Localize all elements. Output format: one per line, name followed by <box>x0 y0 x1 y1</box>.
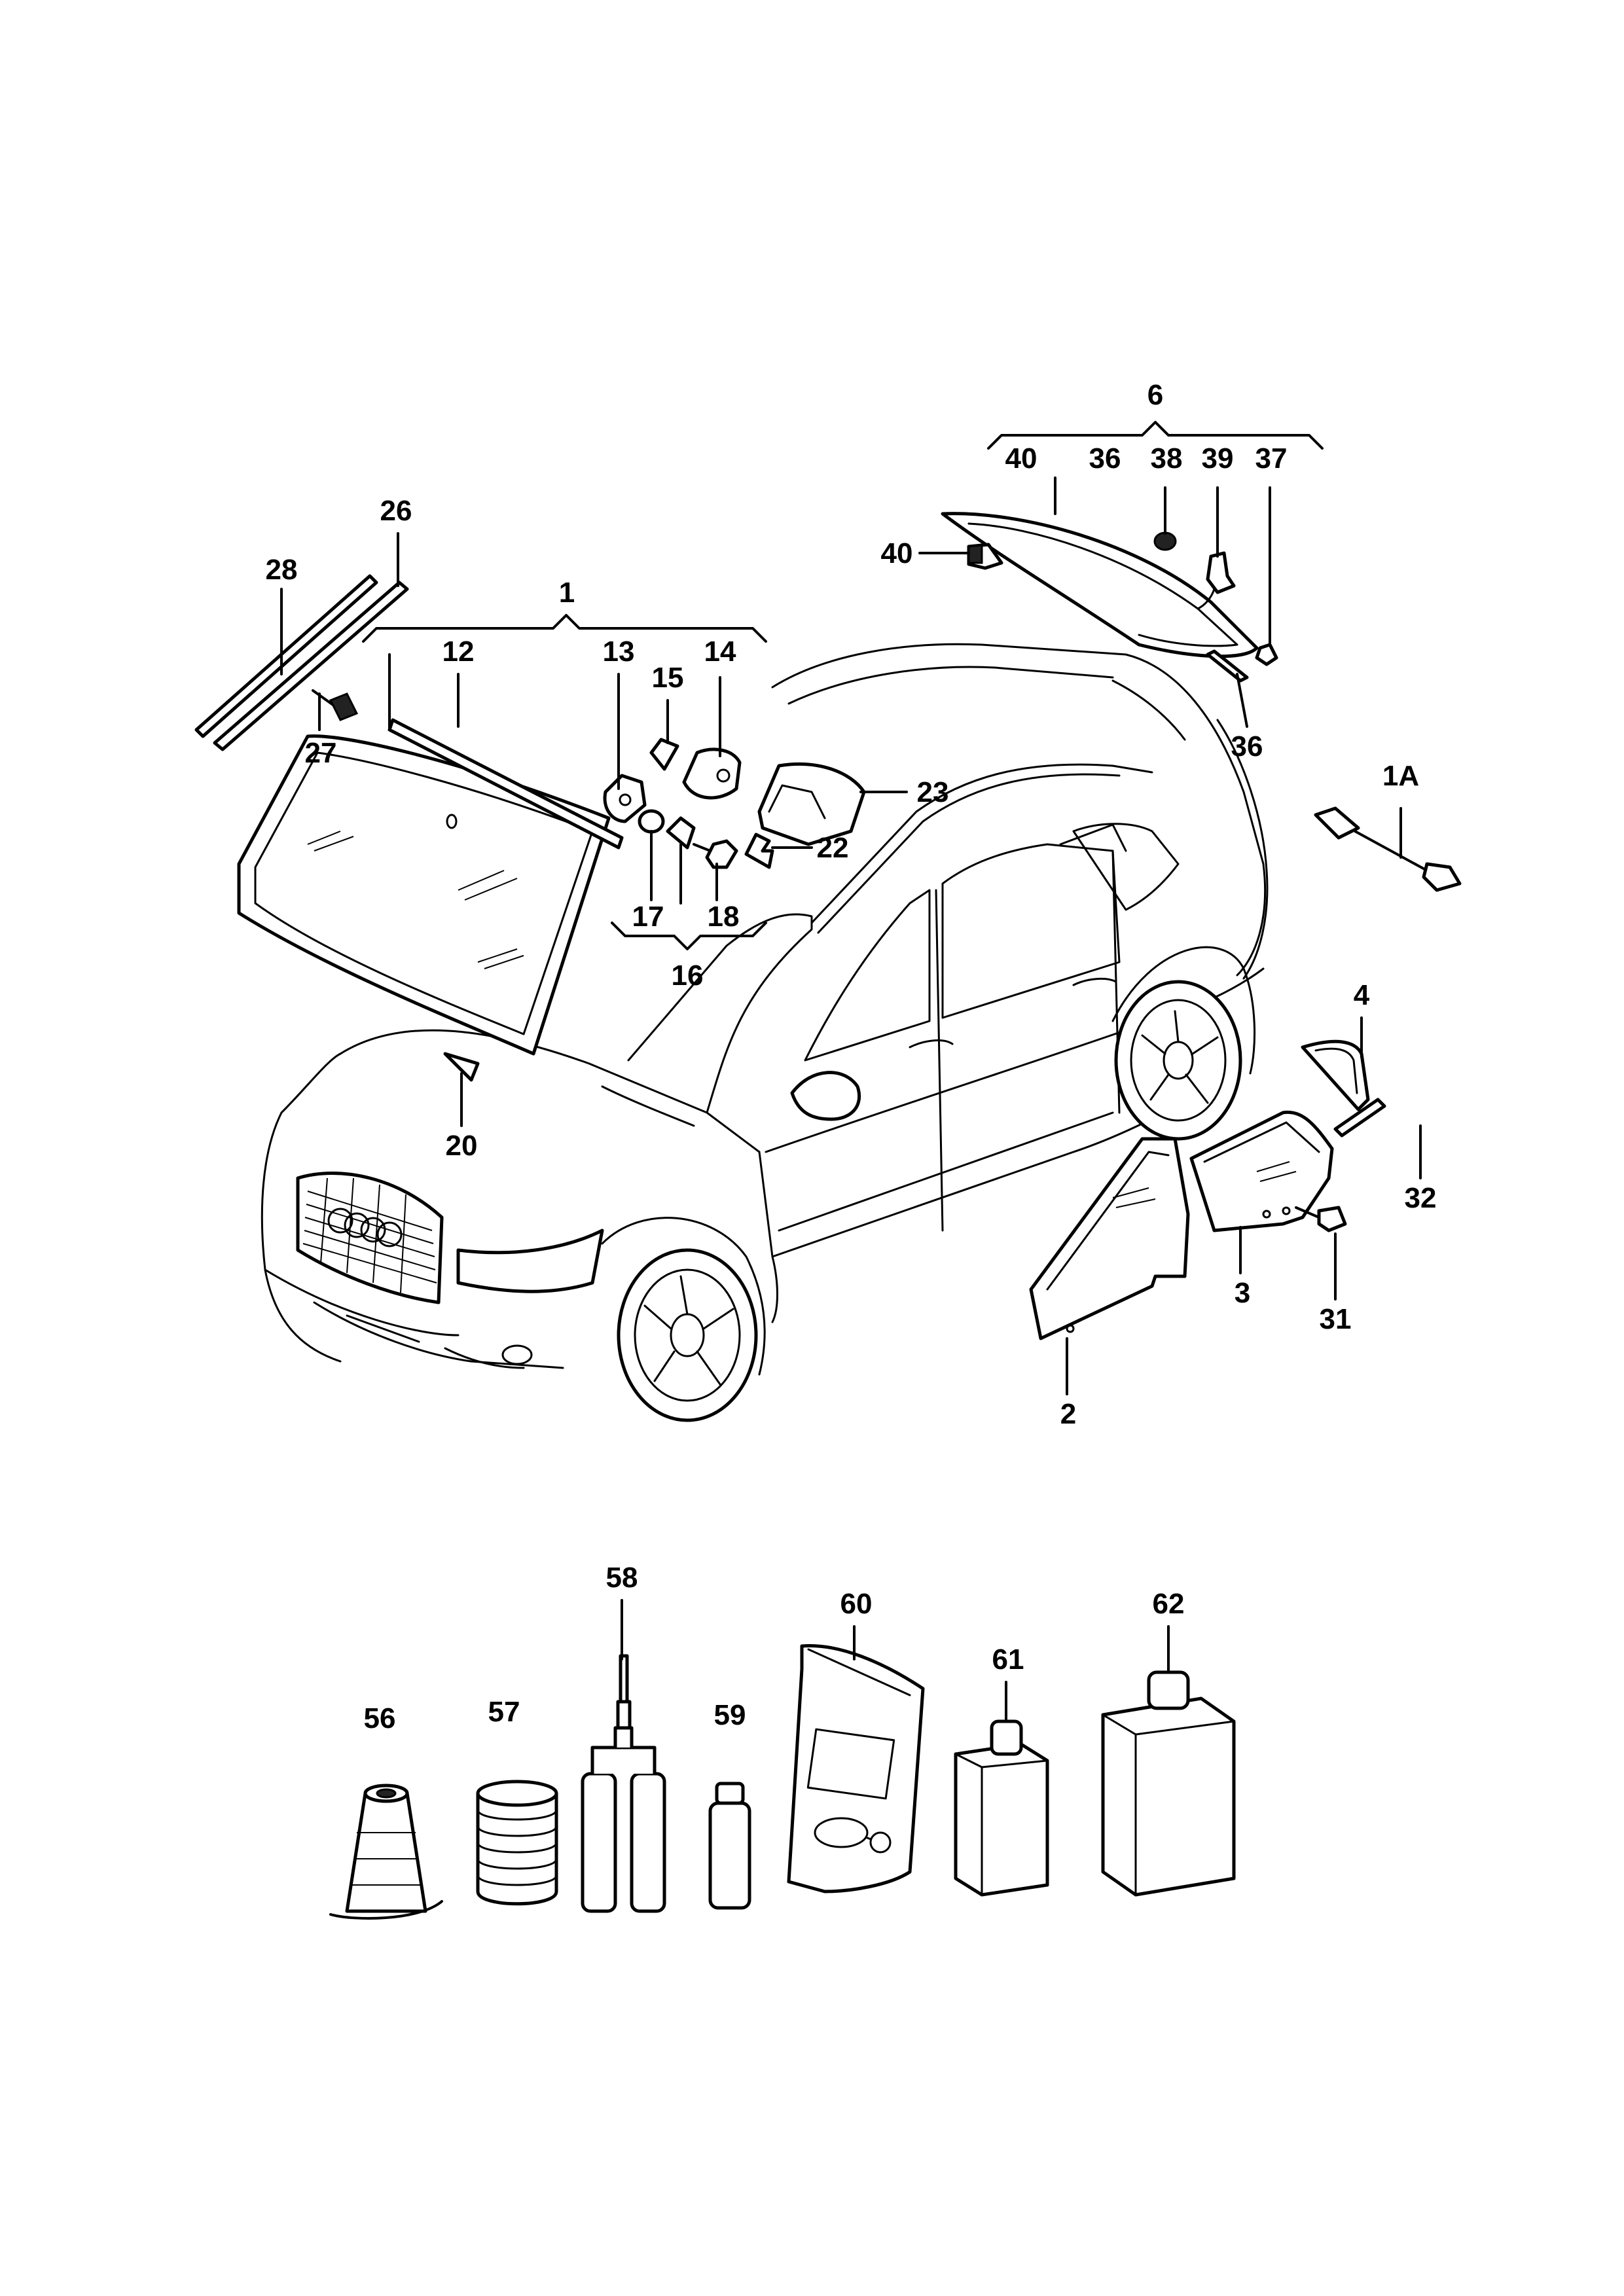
callout-61: 61 <box>992 1643 1024 1676</box>
cap-18 <box>705 839 738 869</box>
callout-16: 16 <box>672 960 704 992</box>
callout-23: 23 <box>917 776 949 808</box>
glass-stop-31 <box>1317 1206 1347 1232</box>
front-door-glass-2 <box>1029 1137 1190 1340</box>
callout-26: 26 <box>380 495 412 527</box>
callout-15: 15 <box>652 662 684 694</box>
windshield-clip <box>443 1052 480 1082</box>
callout-39: 39 <box>1202 442 1234 475</box>
roof-moulding-strip-28 <box>194 574 378 738</box>
callout-6: 6 <box>1147 379 1163 411</box>
callout-14: 14 <box>704 636 736 668</box>
callout-57: 57 <box>488 1696 520 1728</box>
car-body-illustration <box>261 643 1269 1422</box>
callout-40-left: 40 <box>881 537 913 569</box>
rear-glass-buffer-38 <box>1153 531 1177 551</box>
callout-59: 59 <box>714 1699 746 1731</box>
repair-kit-bag-60 <box>787 1643 925 1893</box>
clip-16 <box>666 816 696 850</box>
roof-moulding-strip-26 <box>213 581 409 751</box>
sensor-housing-14 <box>682 747 742 800</box>
callout-labels: 1 1A 2 3 4 6 12 13 14 15 16 17 18 20 22 … <box>266 379 1437 1734</box>
callout-40-top: 40 <box>1005 442 1038 475</box>
callout-17: 17 <box>632 901 664 933</box>
callout-13: 13 <box>603 636 635 668</box>
bracket-22 <box>744 833 774 869</box>
rear-glass-connector-39 <box>1197 551 1236 610</box>
callout-2: 2 <box>1060 1398 1076 1430</box>
rear-window-glass <box>941 512 1259 658</box>
callout-22: 22 <box>817 832 849 864</box>
rear-glass-stop-37 <box>1255 643 1278 666</box>
quarter-glass-seal-32 <box>1333 1098 1386 1138</box>
callout-12: 12 <box>442 636 475 668</box>
callout-18: 18 <box>708 901 740 933</box>
callout-56: 56 <box>364 1702 396 1734</box>
adhesive-cartridge-58 <box>581 1654 666 1913</box>
callout-1a: 1A <box>1382 760 1419 792</box>
callout-37: 37 <box>1255 442 1288 475</box>
callout-28: 28 <box>266 554 298 586</box>
callout-4: 4 <box>1354 979 1370 1011</box>
sensor-cover-15 <box>649 738 679 771</box>
primer-bottle-59 <box>708 1782 751 1910</box>
windshield-glass <box>237 734 611 1056</box>
leader-lines <box>280 421 1422 1723</box>
quarter-glass-4 <box>1301 1039 1370 1111</box>
callout-36-bottom: 36 <box>1231 730 1263 762</box>
callout-62: 62 <box>1153 1588 1185 1620</box>
grommet-17 <box>638 809 665 834</box>
cleaner-bottle-61 <box>954 1719 1049 1897</box>
callout-31: 31 <box>1320 1303 1352 1335</box>
cable-harness-1a <box>1314 806 1462 892</box>
activator-bottle-62 <box>1101 1670 1236 1897</box>
sensor-bracket-13 <box>603 774 647 823</box>
callout-3: 3 <box>1235 1277 1250 1309</box>
sealing-coil-57 <box>476 1780 558 1906</box>
callout-27: 27 <box>305 737 337 769</box>
fastener-pin-27 <box>312 689 359 721</box>
adhesive-spool-56 <box>329 1784 443 1920</box>
callout-38: 38 <box>1151 442 1183 475</box>
callout-58: 58 <box>606 1562 638 1594</box>
callout-1: 1 <box>559 577 575 609</box>
callout-36-top: 36 <box>1089 442 1121 475</box>
callout-60: 60 <box>840 1588 873 1620</box>
mirror-base-cover-23 <box>757 762 866 846</box>
callout-32: 32 <box>1405 1182 1437 1214</box>
callout-20: 20 <box>446 1130 478 1162</box>
